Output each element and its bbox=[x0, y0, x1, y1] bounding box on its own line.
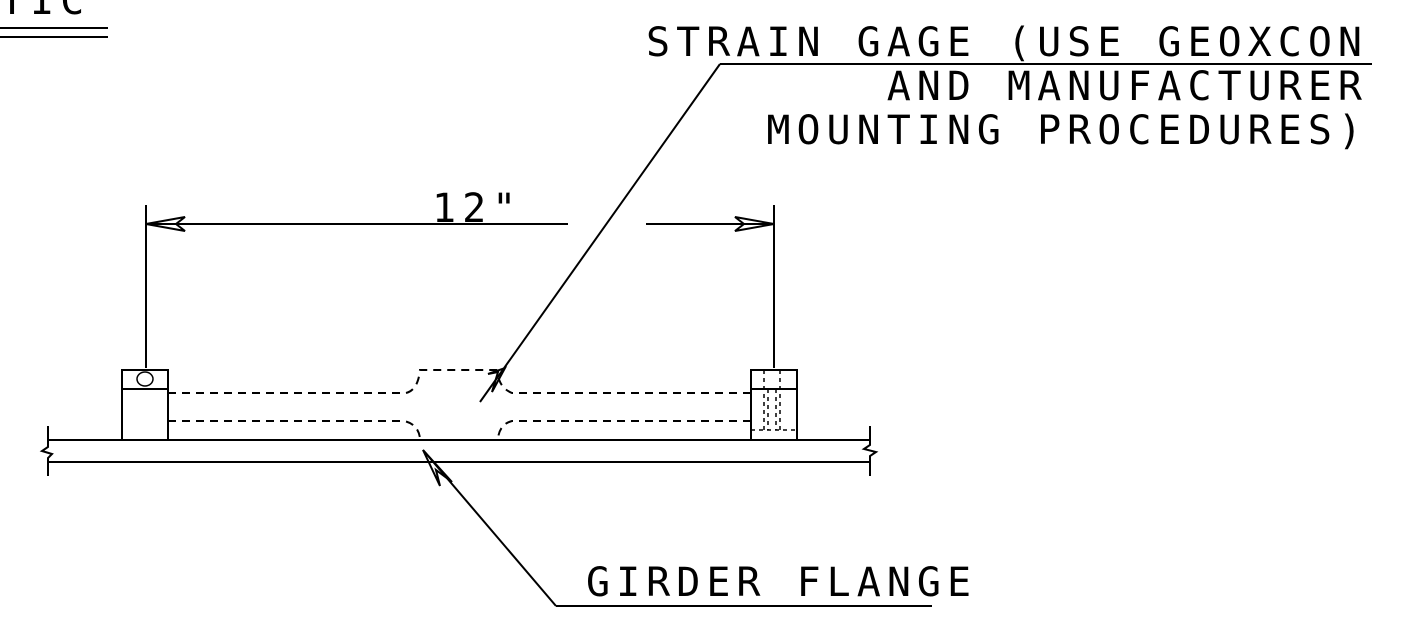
strain-gage-callout-line-3: MOUNTING PROCEDURES) bbox=[766, 108, 1368, 154]
right-block-body bbox=[750, 369, 798, 441]
girder-flange bbox=[39, 426, 879, 476]
strain-gage-body-hidden bbox=[168, 369, 751, 439]
gage-hidden-upper-left bbox=[168, 369, 498, 394]
dimension-label: 12" bbox=[432, 186, 522, 232]
left-block-body bbox=[121, 369, 169, 441]
strain-gage-callout-line-2: AND MANUFACTURER bbox=[887, 64, 1368, 110]
gage-hidden-lower-right bbox=[497, 420, 751, 439]
dimension-12in: 12" bbox=[145, 186, 775, 368]
girder-flange-arrowhead bbox=[422, 449, 453, 487]
strain-gage-callout-line-1: STRAIN GAGE (USE GEOXCON bbox=[646, 20, 1368, 66]
title-fragment: TIC bbox=[0, 0, 108, 38]
flange-break-right bbox=[861, 426, 879, 476]
title-fragment-text: TIC bbox=[0, 0, 90, 24]
strain-gage-arrowhead bbox=[487, 366, 508, 393]
right-mounting-block bbox=[750, 369, 798, 441]
girder-flange-label: GIRDER FLANGE bbox=[586, 560, 977, 606]
flange-break-left bbox=[39, 426, 54, 476]
left-mounting-block bbox=[121, 369, 169, 441]
gage-hidden-lower-left bbox=[168, 420, 421, 439]
dimension-arrow-left bbox=[145, 216, 186, 232]
gage-hidden-upper-right bbox=[497, 374, 751, 394]
strain-gage-callout: STRAIN GAGE (USE GEOXCON AND MANUFACTURE… bbox=[479, 20, 1372, 403]
strain-gage-leader-line bbox=[479, 63, 721, 403]
left-block-bolt-head bbox=[136, 371, 154, 387]
dimension-arrow-right bbox=[734, 216, 775, 232]
girder-flange-callout: GIRDER FLANGE bbox=[422, 449, 977, 607]
